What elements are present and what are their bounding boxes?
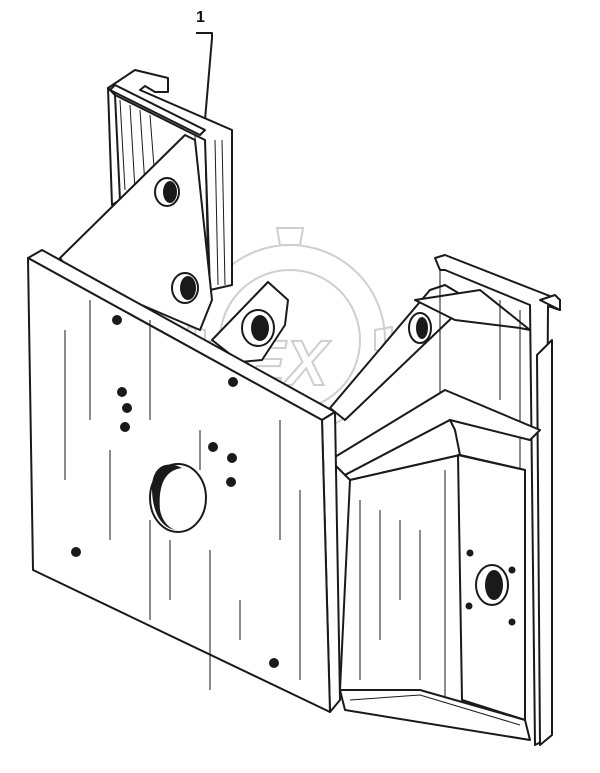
callout-leader-line <box>196 32 213 121</box>
part-callout-label: 1 <box>196 9 205 26</box>
plate-center-hole <box>149 463 207 533</box>
rear-upright-channel <box>107 69 233 291</box>
right-bracket-arm <box>329 284 531 421</box>
plate-bolt-hole <box>112 315 122 325</box>
front-mounting-plate <box>27 249 341 713</box>
box-bolt-hole <box>466 549 474 557</box>
right-box-section <box>329 389 541 741</box>
